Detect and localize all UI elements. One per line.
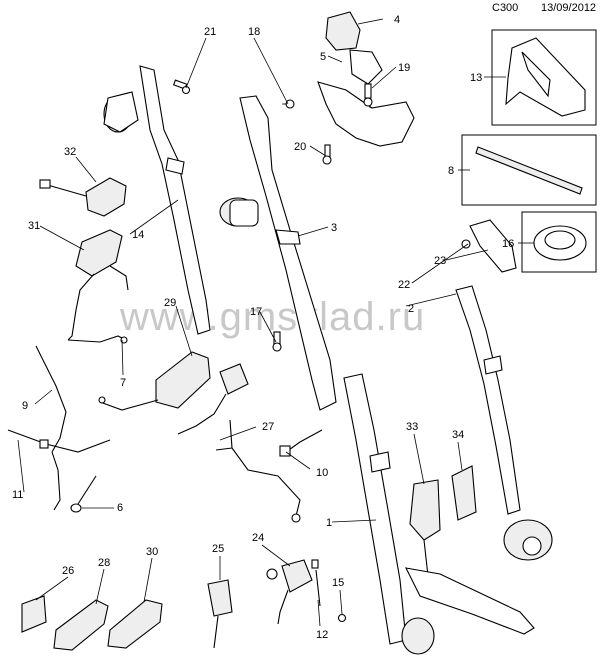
callouts: 21 18 4 5 19 20 13 8 16 3 32 31 14 29 17… (12, 14, 514, 641)
callout-1: 1 (326, 517, 332, 529)
callout-26: 26 (62, 565, 74, 577)
callout-24: 24 (252, 532, 264, 544)
callout-3: 3 (331, 222, 337, 234)
watermark: www.gmsklad.ru (119, 295, 425, 339)
part-14-belt (103, 65, 211, 335)
callout-32: 32 (64, 146, 76, 158)
callout-4: 4 (394, 14, 400, 26)
diagram-date: 13/09/2012 (541, 2, 597, 14)
callout-22: 22 (398, 279, 410, 291)
part-10-connector (279, 429, 323, 457)
part-20-bolt (322, 144, 332, 165)
callout-28: 28 (98, 557, 110, 569)
part-25-buckle (207, 579, 233, 649)
part-30-buckle (107, 599, 163, 649)
part-18-bolt (282, 99, 295, 109)
callout-27: 27 (262, 421, 274, 433)
callout-29: 29 (164, 297, 176, 309)
part-2-belt (455, 285, 553, 561)
callout-7: 7 (120, 377, 126, 389)
part-16-box (521, 211, 597, 273)
callout-16: 16 (502, 238, 514, 250)
callout-2: 2 (408, 303, 414, 315)
callout-5: 5 (320, 51, 326, 63)
part-19-bolt (363, 83, 373, 107)
part-31-buckle (67, 229, 129, 341)
callout-18: 18 (248, 26, 260, 38)
callout-12: 12 (316, 629, 328, 641)
leader-lines (17, 18, 534, 627)
callout-15: 15 (332, 577, 344, 589)
part-3-belt (219, 95, 337, 411)
callout-33: 33 (406, 421, 418, 433)
callout-9: 9 (22, 400, 28, 412)
part-1-belt (343, 373, 435, 655)
callout-8: 8 (448, 165, 454, 177)
part-9-11-harness (7, 345, 111, 511)
part-21-bolt (172, 79, 191, 95)
part-7-connector (67, 335, 128, 344)
callout-14: 14 (132, 229, 144, 241)
part-34-cover (451, 465, 477, 521)
part-12-bolt (315, 569, 321, 607)
part-24-buckle (266, 559, 319, 625)
callout-21: 21 (204, 26, 216, 38)
callout-6: 6 (117, 502, 123, 514)
part-33-buckle (405, 479, 535, 635)
callout-13: 13 (470, 72, 482, 84)
part-27-harness (215, 419, 301, 523)
diagram-code: C300 (492, 2, 519, 14)
callout-11: 11 (12, 489, 23, 501)
part-6-clip (70, 475, 97, 513)
part-8-box (461, 134, 597, 206)
part-13-box (491, 29, 597, 126)
part-32-buckle (39, 177, 127, 217)
callout-34: 34 (452, 429, 464, 441)
callout-30: 30 (146, 546, 158, 558)
part-29-latch (177, 363, 249, 435)
part-28-buckle (53, 599, 109, 651)
part-15-bolt (337, 613, 347, 623)
part-29-buckle (98, 351, 211, 411)
callout-10: 10 (316, 467, 328, 479)
callout-19: 19 (398, 62, 410, 74)
callout-20: 20 (294, 141, 306, 153)
part-4-pretensioner (325, 11, 383, 85)
callout-17: 17 (250, 306, 262, 318)
part-22-23-bracket (461, 219, 517, 273)
callout-23: 23 (434, 255, 446, 267)
part-17-bolt (272, 331, 282, 352)
callout-25: 25 (212, 543, 224, 555)
callout-31: 31 (28, 220, 40, 232)
part-26-buckle (21, 595, 47, 633)
